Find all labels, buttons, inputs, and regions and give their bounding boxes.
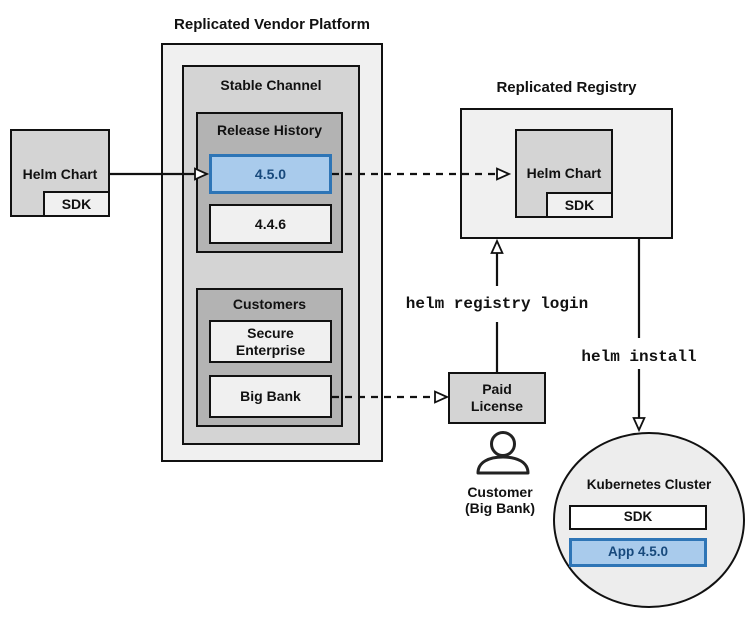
vendor-helm-chart-label: Helm Chart [22, 166, 98, 182]
release-4-5-0-box: 4.5.0 [209, 154, 332, 194]
registry-sdk-box: SDK [546, 192, 613, 218]
kubernetes-cluster-label: Kubernetes Cluster [586, 477, 712, 492]
registry-title: Replicated Registry [496, 79, 637, 96]
paid-license-label: Paid License [470, 381, 524, 414]
customer-caption-line1: Customer [467, 484, 533, 500]
customer-big-bank-box: Big Bank [209, 375, 332, 418]
customers-label: Customers [232, 296, 307, 312]
customer-secure-enterprise-box: Secure Enterprise [209, 320, 332, 363]
registry-helm-chart-label: Helm Chart [526, 165, 602, 181]
paid-license-box: Paid License [448, 372, 546, 424]
cluster-sdk-box: SDK [569, 505, 707, 530]
stable-channel-label: Stable Channel [220, 77, 322, 93]
customer-secure-enterprise-label: Secure Enterprise [235, 324, 306, 358]
cluster-app-box: App 4.5.0 [569, 538, 707, 567]
vendor-sdk-box: SDK [43, 191, 110, 217]
release-4-4-6-box: 4.4.6 [209, 204, 332, 244]
customer-caption-line2: (Big Bank) [465, 500, 535, 517]
customer-person-icon [476, 431, 530, 475]
arrowhead-up-registry [490, 238, 504, 254]
release-history-label: Release History [216, 122, 323, 138]
vendor-platform-title: Replicated Vendor Platform [174, 16, 370, 33]
arrowhead-down-cluster [632, 417, 646, 433]
customer-caption: Customer (Big Bank) [450, 484, 550, 516]
arrowhead-right-license [434, 390, 450, 404]
helm-registry-login-label: helm registry login [405, 295, 589, 313]
helm-install-label: helm install [581, 348, 697, 366]
